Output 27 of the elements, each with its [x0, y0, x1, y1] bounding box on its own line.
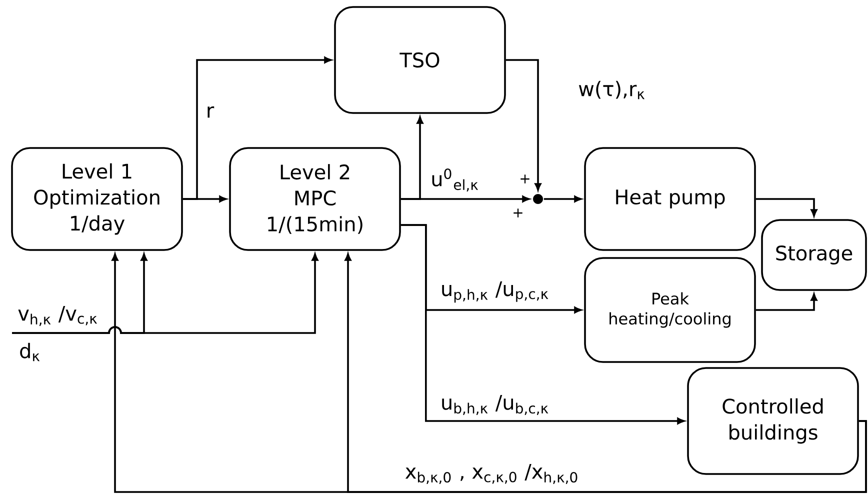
process-box: Level 1 Optimization 1/day	[11, 147, 183, 251]
process-box: Storage	[761, 219, 867, 291]
arrow	[544, 196, 582, 202]
process-box: Controlled buildings	[687, 367, 859, 475]
sign-label: +	[520, 174, 530, 184]
edge-label: x$_{b,κ,0}$ , x$_{c,κ,0}$ /x$_{h,κ,0}$	[402, 462, 582, 486]
edge-label: u$^{0}$el,κ	[428, 166, 482, 194]
edge-label: r	[204, 104, 216, 120]
edge-label: u$_{b,h,κ}$ /u$_{b,c,κ}$	[438, 393, 552, 417]
process-box: Peak heating/cooling	[584, 257, 756, 363]
arrow	[756, 198, 818, 216]
arrow	[400, 196, 530, 202]
process-box: Level 2 MPC 1/(15min)	[229, 147, 401, 251]
edge-label: v$_{h,κ}$ /v$_{c,κ}$	[16, 304, 100, 328]
arrow	[344, 253, 867, 493]
arrow	[400, 224, 684, 424]
edge-label: u$_{p,h,κ}$ /u$_{p,c,κ}$	[438, 279, 552, 305]
arrow	[182, 56, 332, 200]
arrow	[506, 59, 542, 191]
signal-label: d$_{κ}$	[20, 342, 40, 362]
process-box: Heat pump	[584, 147, 756, 251]
summing-junction	[533, 194, 543, 204]
arrow	[756, 294, 818, 311]
sign-label: +	[514, 208, 522, 218]
edge-label: w(τ),r$_{κ}$	[576, 78, 648, 102]
process-box: TSO	[334, 6, 506, 114]
arrow	[12, 253, 318, 334]
